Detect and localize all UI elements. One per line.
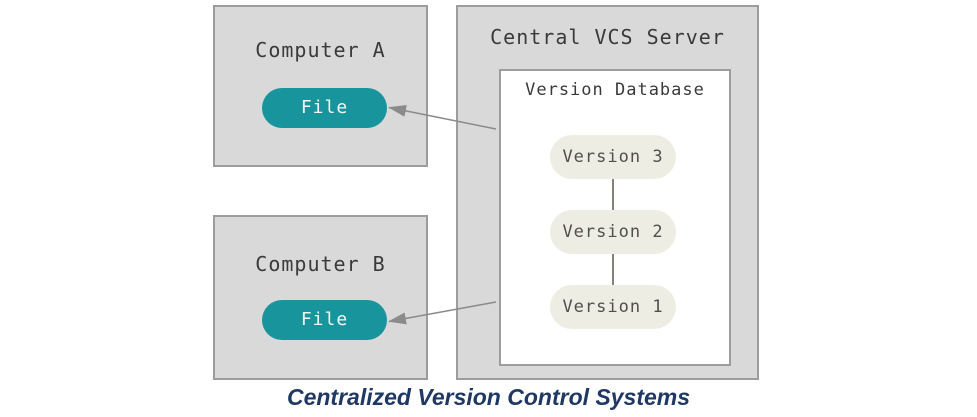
central-vcs-server-box: Central VCS Server Version Database Vers… [456,5,759,380]
computer-b-box: Computer B File [213,215,428,380]
file-pill-a: File [262,88,387,128]
connector-v2-v1 [612,254,614,285]
file-pill-b: File [262,300,387,340]
caption: Centralized Version Control Systems [286,384,691,410]
computer-b-title: Computer B [255,252,386,276]
version-3-pill: Version 3 [550,135,676,179]
connector-v3-v2 [612,179,614,210]
computer-a-box: Computer A File [213,5,428,167]
central-vcs-server-title: Central VCS Server [490,25,725,49]
version-1-pill: Version 1 [550,285,676,329]
version-database-box: Version Database Version 3 Version 2 Ver… [499,69,731,366]
version-2-pill: Version 2 [550,210,676,254]
computer-a-title: Computer A [255,38,386,62]
version-database-title: Version Database [525,80,705,100]
